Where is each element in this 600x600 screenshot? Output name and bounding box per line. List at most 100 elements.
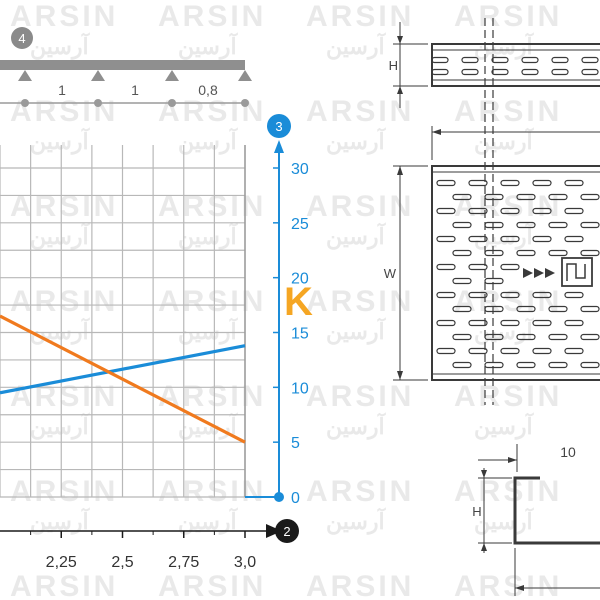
slot xyxy=(521,68,539,76)
span-label: 1 xyxy=(58,82,66,98)
slot xyxy=(452,193,472,201)
slot xyxy=(468,291,488,299)
series-line xyxy=(0,314,246,444)
tray-side-outline xyxy=(431,43,600,87)
watermark-text: ARSIN xyxy=(306,190,414,223)
slot xyxy=(580,193,600,201)
arrow-icon xyxy=(534,268,544,278)
slot xyxy=(532,319,552,327)
watermark-text: ARSIN xyxy=(306,570,414,600)
slot xyxy=(431,68,449,76)
x-tick-label: 2,75 xyxy=(168,554,199,571)
slot xyxy=(500,263,520,271)
y-tick-label: 30 xyxy=(291,161,309,178)
slot xyxy=(468,347,488,355)
slot xyxy=(468,235,488,243)
slot xyxy=(532,179,552,187)
support-triangle xyxy=(18,70,32,81)
slot xyxy=(564,347,584,355)
slot xyxy=(548,249,568,257)
slot xyxy=(516,221,536,229)
arrow-icon xyxy=(523,268,533,278)
watermark-text: آرسین xyxy=(326,507,386,535)
y-tick-label: 20 xyxy=(291,271,309,288)
h-dimension-label: H xyxy=(389,58,398,73)
slot xyxy=(580,333,600,341)
slot xyxy=(491,68,509,76)
slot xyxy=(516,333,536,341)
slot xyxy=(484,249,504,257)
watermark-text: آرسین xyxy=(178,317,238,345)
watermark-text: ARSIN xyxy=(10,475,118,508)
watermark-text: آرسین xyxy=(326,222,386,250)
dimension-arrow xyxy=(481,543,487,551)
support-triangle xyxy=(91,70,105,81)
slot xyxy=(551,56,569,64)
span-label: 0,8 xyxy=(198,82,218,98)
series-line xyxy=(0,344,246,395)
beam-badge xyxy=(11,27,33,49)
slot xyxy=(500,347,520,355)
slot xyxy=(564,291,584,299)
slot xyxy=(491,56,509,64)
slot xyxy=(468,319,488,327)
w-dimension-label: W xyxy=(384,266,397,281)
dimension-arrow xyxy=(397,36,403,44)
slot xyxy=(500,207,520,215)
slot xyxy=(500,235,520,243)
y-tick-label: 0 xyxy=(291,490,300,507)
support-triangle xyxy=(238,70,252,81)
watermark-text: ARSIN xyxy=(10,0,118,33)
slot xyxy=(548,333,568,341)
slot xyxy=(500,319,520,327)
watermark-text: آرسین xyxy=(474,507,534,535)
c-profile-outline xyxy=(513,476,600,545)
dimension-arrow xyxy=(508,457,517,463)
slot xyxy=(452,361,472,369)
watermark-text: آرسین xyxy=(30,32,90,60)
break-lines xyxy=(484,18,494,405)
watermark-text: آرسین xyxy=(178,32,238,60)
watermark-text: ARSIN xyxy=(454,570,562,600)
slot xyxy=(452,221,472,229)
y-tick-label: 5 xyxy=(291,435,300,452)
k-label: K xyxy=(284,280,313,324)
watermark-text: ARSIN xyxy=(10,570,118,600)
watermark-text: ARSIN xyxy=(158,475,266,508)
watermark-text: آرسین xyxy=(30,412,90,440)
slot xyxy=(551,68,569,76)
watermark-text: آرسین xyxy=(474,317,534,345)
span-node xyxy=(21,99,29,107)
profile-section xyxy=(478,444,600,596)
y-tick-label: 15 xyxy=(291,326,309,343)
dimension-arrow xyxy=(432,129,441,135)
span-node xyxy=(168,99,176,107)
watermark-text: ARSIN xyxy=(10,285,118,318)
watermark-text: آرسین xyxy=(30,317,90,345)
watermark-text: ARSIN xyxy=(454,95,562,128)
y-axis-badge-number: 3 xyxy=(275,119,282,134)
slot xyxy=(461,68,479,76)
slot xyxy=(532,347,552,355)
watermark-text: ARSIN xyxy=(454,190,562,223)
watermark-text: ARSIN xyxy=(158,0,266,33)
dimension-arrow xyxy=(481,470,487,478)
slot xyxy=(516,361,536,369)
slot xyxy=(452,249,472,257)
slot xyxy=(436,179,456,187)
slot xyxy=(468,179,488,187)
slot xyxy=(436,347,456,355)
x-axis-arrow xyxy=(266,524,282,538)
watermark-text: آرسین xyxy=(178,127,238,155)
support-triangle xyxy=(165,70,179,81)
slot xyxy=(436,235,456,243)
arrow-icon xyxy=(545,268,555,278)
watermark-text: ARSIN xyxy=(306,285,414,318)
dimension-arrow xyxy=(397,86,403,94)
slot xyxy=(564,235,584,243)
logo-emboss xyxy=(561,257,593,287)
x-tick-label: 2,5 xyxy=(111,554,133,571)
